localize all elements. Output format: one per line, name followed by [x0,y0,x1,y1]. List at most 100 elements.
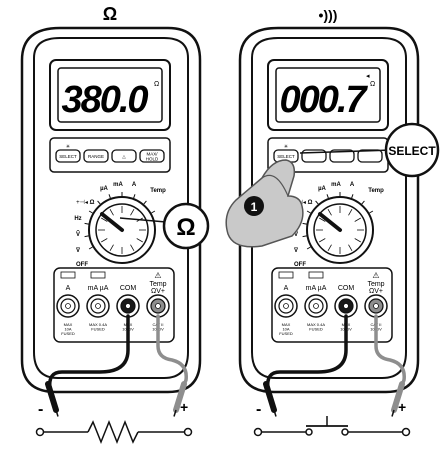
jack-label: A [284,285,289,292]
probe-negative-sign: - [256,401,261,418]
callout-select-label: SELECT [388,144,436,158]
jack-rating: FUSED [91,327,105,332]
jack-rating: FUSED [309,327,323,332]
jack-label: A [66,285,71,292]
terminal [253,427,263,437]
lcd-screen [275,67,381,123]
probe-negative-sign: - [38,401,43,418]
dial-label-vac: Ṽ [76,231,80,238]
terminal [401,427,411,437]
select-label: SELECT [277,154,295,159]
jack-label: mA µA [88,285,109,292]
lcd-unit: Ω [370,81,375,88]
relative-button[interactable] [329,149,355,163]
dial-label-a: A [132,182,137,188]
red-lead [156,314,188,402]
dial-label-ua: µA [100,186,108,192]
range-button[interactable] [83,149,109,163]
jack-label: mA µA [306,285,327,292]
red-lead [374,314,406,402]
max-hold-button[interactable] [357,149,383,163]
jack-label: COM [120,285,137,292]
test-leads [45,314,406,417]
probe-tip [391,409,395,417]
black-probe [45,381,59,413]
jack-label: ΩV+ [151,288,165,295]
lcd-reading: 380.0 [61,79,148,121]
dial-label-vdc: V̄ [76,247,80,254]
dial-label-ohm: Ω [308,200,313,206]
probe-positive-sign: + [180,399,188,415]
resistor-symbol [87,419,139,445]
dial-label-ohm: Ω [90,200,95,206]
mode-title-continuity: •))) [319,7,338,23]
button-panel [49,137,171,173]
dial-diode-icon: +⊣◂ [76,199,88,206]
dial-label-vdc: V̄ [294,247,298,254]
lcd-screen [57,67,163,123]
dial-label-off: OFF [76,262,88,268]
select-star-icon: ✳ [66,144,70,150]
callout-leader [299,149,393,154]
fuse-warning-icon [278,271,294,279]
callout-circle [162,202,210,250]
probe-tip [55,409,59,417]
dial-label-ua: µA [318,186,326,192]
dial-label-hz: Hz [74,216,81,222]
select-star-icon: ✳ [284,144,288,150]
jack-rating: MAX 0.4A [307,322,325,327]
warning-icon: ⚠ [372,271,379,280]
continuity-indicator: ◂ [366,73,370,80]
jack-label: Temp [149,281,166,288]
terminal [35,427,45,437]
jack-rating: MAX [282,322,291,327]
dial-label-temp: Temp [368,188,384,194]
max-hold-label: MAX/ [146,152,158,157]
fuse-warning-icon [60,271,76,279]
black-lead [48,314,130,410]
switch-contact [341,428,349,436]
relative-button[interactable] [111,149,137,163]
callout-ohm-symbol: Ω [176,214,195,241]
dial-label-ma: mA [113,182,123,188]
probe-tip [173,409,177,417]
jack-label: COM [338,285,355,292]
jack-rating: 10A [64,327,71,332]
meter-left: Ω 380.0 Ω ✳ SELECT RANGE △ MAX/HOLD HzṼ V̄ OFF… [20,4,210,394]
red-probe [173,381,187,413]
select-button[interactable] [55,149,81,163]
probe-tip [273,409,277,417]
dial-pointer [318,212,342,232]
mode-title-ohm: Ω [103,4,117,24]
fuse-warning-icon [308,271,324,279]
select-label: SELECT [59,154,77,159]
jack-rating: FUSED [61,331,75,336]
fuse-warning-icon [90,271,106,279]
black-probe [263,381,277,413]
callout-circle [384,122,440,178]
resistor-circuit [35,419,193,445]
max-hold-button[interactable] [139,149,165,163]
jack-rating: 10A [282,327,289,332]
range-label: RANGE [88,154,104,159]
dial-label-temp: Temp [150,188,166,194]
relative-label: △ [122,154,126,159]
jack-panel [53,267,175,343]
pressing-hand-icon [225,159,304,248]
dial-label-vac: Ṽ [294,231,298,238]
meter-right: •))) 000.7 Ω ◂ ✳SELECT HzṼV̄OFFµAmAATemp… [225,7,440,394]
dial-label-a: A [350,182,355,188]
terminal [183,427,193,437]
jack-label: ΩV+ [369,288,383,295]
switch-circuit [253,416,411,437]
step-number: 1 [251,200,258,214]
black-lead [266,314,348,410]
max-hold-label: HOLD [146,157,159,162]
red-probe [391,381,405,413]
jack-rating: MAX [64,322,73,327]
